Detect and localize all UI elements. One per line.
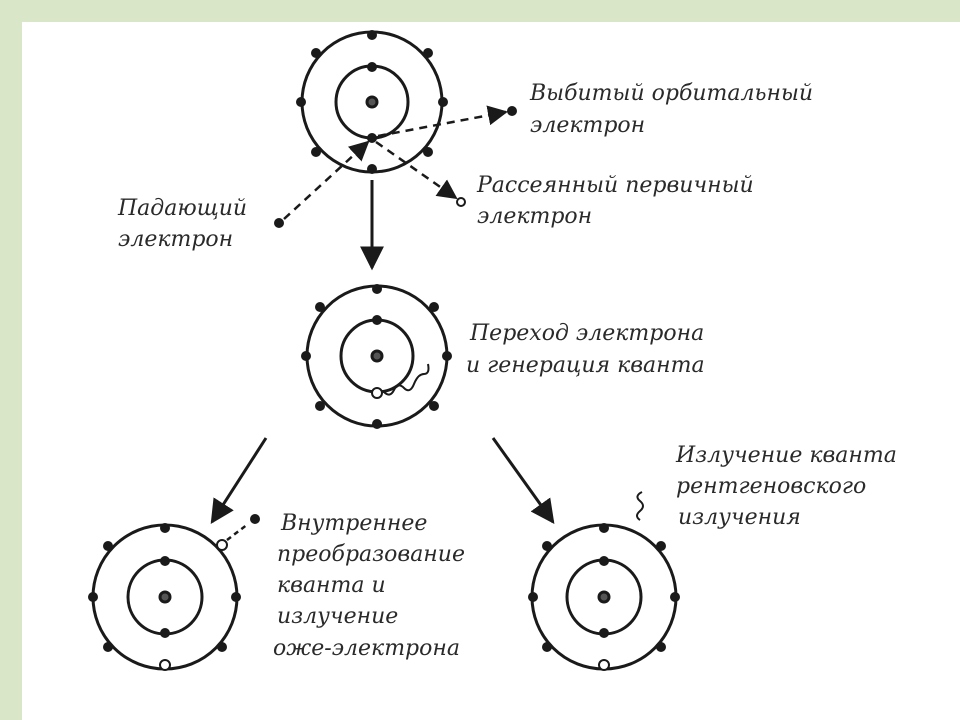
arrow-middle-to-left [210,437,268,525]
nucleus [597,590,611,604]
incident-electron [274,140,370,228]
label-internal-line2: преобразование [277,542,465,567]
label-internal-line5: оже-электрона [273,636,460,661]
nucleus [158,590,172,604]
incident-electron-dot [274,218,284,228]
atom-top-electrons [296,30,448,174]
ejected-electron [377,105,517,138]
quantum-wave [383,363,430,396]
label-incident-line2: электрон [118,227,233,252]
label-internal-line4: излучение [277,604,398,629]
atom-bottom-right-electrons [528,523,680,652]
nucleus [370,349,384,363]
label-internal-line1: Внутреннее [280,511,427,536]
atom-top [300,30,444,174]
atom-bottom-left [91,523,239,671]
vacancy [598,659,610,671]
label-internal-line3: кванта и [277,573,386,598]
atom-bottom-left-electrons [88,523,241,652]
nucleus [365,95,379,109]
label-transition-line2: и генерация кванта [466,353,705,378]
auger-electron [226,514,260,541]
label-scattered-line1: Рассеянный первичный [476,173,754,198]
label-xray-line2: рентгеновского [676,474,866,499]
arrow-middle-to-right [491,437,555,524]
label-xray-line1: Излучение кванта [675,443,897,468]
label-transition-line1: Переход электрона [469,321,704,346]
diagram-panel [22,22,960,720]
scattered-electron-dot [456,197,466,207]
xray-quantum-wave [636,491,644,521]
scattered-electron [375,140,466,207]
label-xray-line3: излучения [678,505,801,530]
label-ejected-line1: Выбитый орбитальный [529,81,813,106]
ejected-electron-dot [507,106,517,116]
atom-middle [305,284,449,428]
atom-bottom-right [530,523,678,671]
auger-electron-dot [250,514,260,524]
label-ejected-line2: электрон [530,113,645,138]
label-scattered-line2: электрон [477,204,592,229]
vacancy [216,539,228,551]
vacancy [371,387,383,399]
vacancy [159,659,171,671]
atom-middle-electrons [301,284,452,429]
label-incident-line1: Падающий [117,196,247,221]
